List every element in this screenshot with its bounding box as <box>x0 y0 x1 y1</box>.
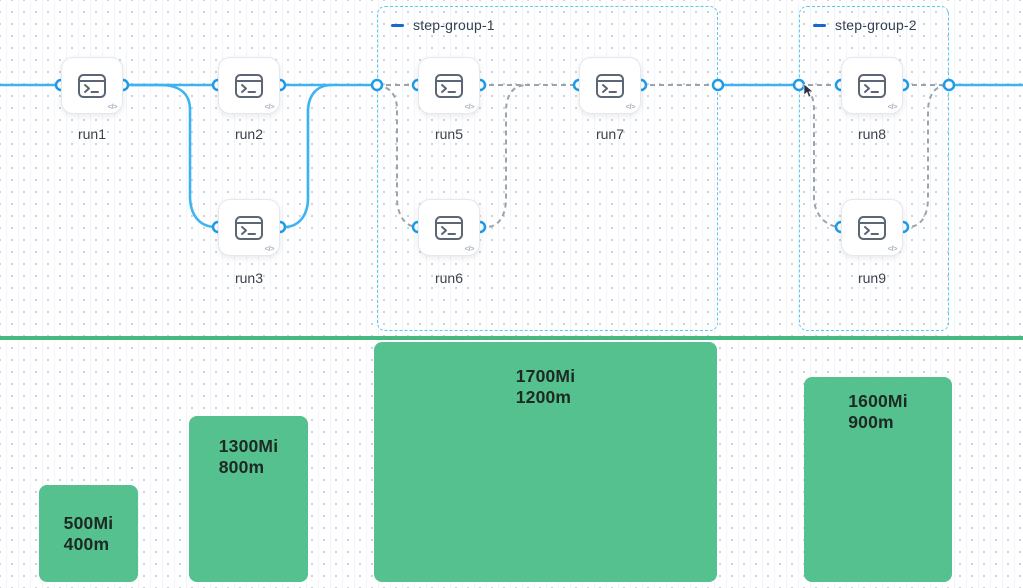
step-group-1-label: step-group-1 <box>413 17 495 33</box>
node-run2[interactable]: </> <box>218 57 280 114</box>
port-group1-in[interactable] <box>370 78 384 92</box>
bar-cpu-value: 800m <box>218 456 265 477</box>
node-card[interactable]: </> <box>218 199 280 256</box>
terminal-icon <box>435 215 463 240</box>
bar-memory-value: 500Mi <box>63 512 114 533</box>
resource-bar-1: 500Mi 400m <box>39 485 138 582</box>
edge-run3-merge <box>280 83 333 229</box>
node-run7[interactable]: </> <box>579 57 641 114</box>
edge-run9-group2out <box>903 84 950 228</box>
terminal-icon <box>596 73 624 98</box>
code-icon: </> <box>264 244 275 253</box>
node-label-run9: run9 <box>857 270 887 286</box>
edge-group1in-run6 <box>376 84 419 228</box>
node-card[interactable]: </> <box>841 57 903 114</box>
resource-bar-4: 1600Mi 900m <box>804 377 952 582</box>
port-group2-out[interactable] <box>942 78 956 92</box>
node-card[interactable]: </> <box>218 57 280 114</box>
collapse-dash-icon[interactable] <box>813 23 826 27</box>
code-icon: </> <box>625 102 636 111</box>
node-run6[interactable]: </> <box>418 199 480 256</box>
node-label-run5: run5 <box>434 126 464 142</box>
code-icon: </> <box>464 244 475 253</box>
dashed-edges <box>376 84 950 228</box>
terminal-icon <box>235 73 263 98</box>
node-run3[interactable]: </> <box>218 199 280 256</box>
terminal-icon <box>858 73 886 98</box>
bar-memory-value: 1700Mi <box>515 366 576 386</box>
bar-cpu-value: 1200m <box>515 386 572 407</box>
node-card[interactable]: </> <box>579 57 641 114</box>
node-label-run1: run1 <box>77 126 107 142</box>
node-run9[interactable]: </> <box>841 199 903 256</box>
node-label-run3: run3 <box>234 270 264 286</box>
step-group-2-label: step-group-2 <box>835 17 917 33</box>
edge-run6-merge <box>480 84 528 228</box>
node-run8[interactable]: </> <box>841 57 903 114</box>
resource-bar-2: 1300Mi 800m <box>189 416 308 582</box>
node-label-run6: run6 <box>434 270 464 286</box>
terminal-icon <box>435 73 463 98</box>
terminal-icon <box>78 73 106 98</box>
collapse-dash-icon[interactable] <box>391 23 404 27</box>
resource-bar-3: 1700Mi 1200m <box>374 342 717 582</box>
resource-divider-line <box>0 336 1023 340</box>
code-icon: </> <box>887 244 898 253</box>
node-card[interactable]: </> <box>418 57 480 114</box>
node-card[interactable]: </> <box>418 199 480 256</box>
step-group-2-header[interactable]: step-group-2 <box>813 17 917 33</box>
code-icon: </> <box>107 102 118 111</box>
bar-cpu-value: 900m <box>848 411 894 432</box>
step-group-2[interactable]: step-group-2 <box>799 6 949 331</box>
bar-memory-value: 1600Mi <box>848 391 908 411</box>
bar-memory-value: 1300Mi <box>218 436 279 456</box>
code-icon: </> <box>264 102 275 111</box>
edge-group2in-run9 <box>798 84 842 228</box>
node-label-run7: run7 <box>595 126 625 142</box>
terminal-icon <box>858 215 886 240</box>
mouse-cursor-icon <box>803 84 814 98</box>
node-run5[interactable]: </> <box>418 57 480 114</box>
step-group-1[interactable]: step-group-1 <box>377 6 718 331</box>
node-card[interactable]: </> <box>61 57 123 114</box>
solid-edges <box>0 83 1023 229</box>
code-icon: </> <box>887 102 898 111</box>
node-run1[interactable]: </> <box>61 57 123 114</box>
port-group1-out[interactable] <box>711 78 725 92</box>
node-label-run8: run8 <box>857 126 887 142</box>
node-label-run2: run2 <box>234 126 264 142</box>
terminal-icon <box>235 215 263 240</box>
edge-run1-run3 <box>123 83 218 229</box>
node-card[interactable]: </> <box>841 199 903 256</box>
step-group-1-header[interactable]: step-group-1 <box>391 17 495 33</box>
bar-cpu-value: 400m <box>63 533 110 554</box>
code-icon: </> <box>464 102 475 111</box>
